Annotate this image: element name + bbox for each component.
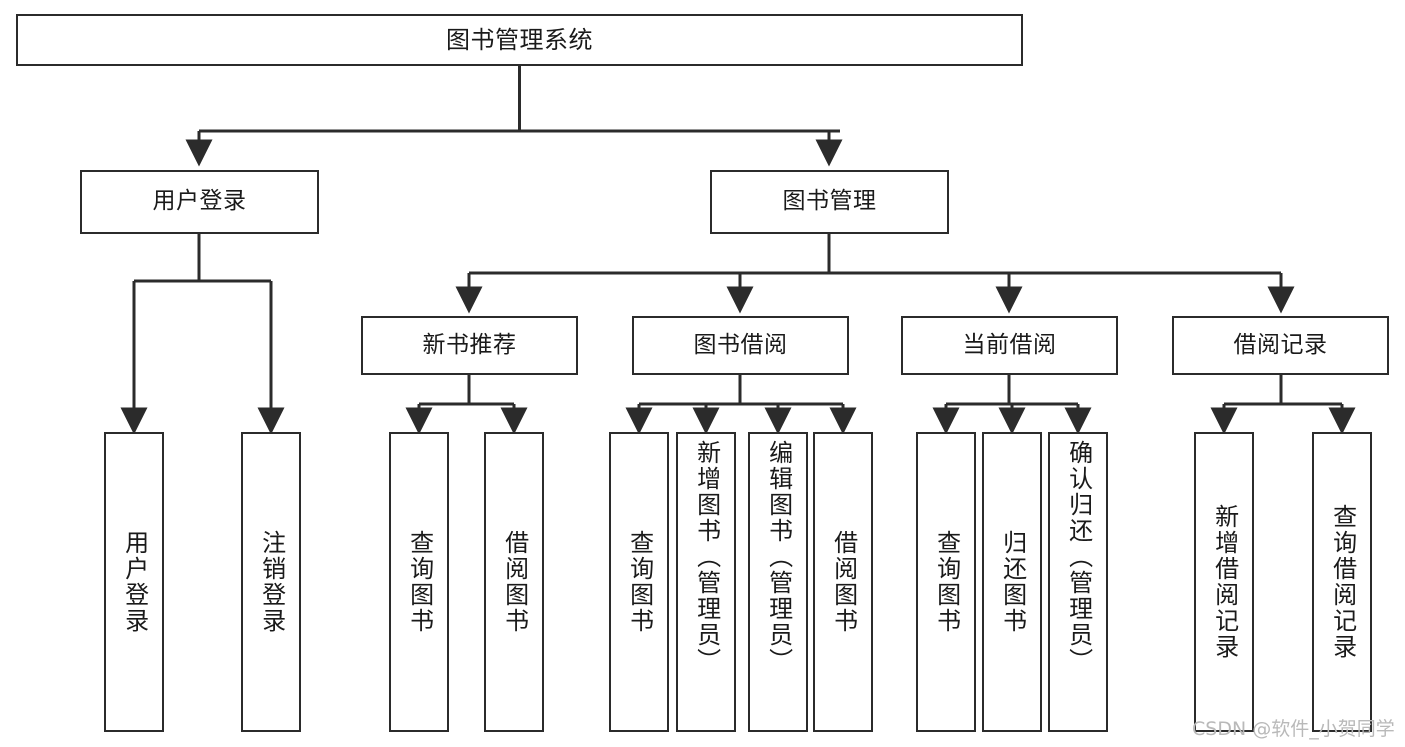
node-leaf-borrow-book-1-label: 借阅图书 [500, 530, 529, 634]
node-new-book-recommend-label: 新书推荐 [422, 331, 517, 358]
node-root-label: 图书管理系统 [446, 25, 593, 54]
node-book-manage-label: 图书管理 [782, 188, 877, 215]
node-book-manage[interactable]: 图书管理 [710, 170, 949, 234]
watermark-text: CSDN @软件_小贺同学 [1192, 718, 1395, 740]
node-leaf-return-book[interactable]: 归还图书 [982, 432, 1042, 732]
node-leaf-add-record[interactable]: 新增借阅记录 [1194, 432, 1254, 732]
node-leaf-query-record[interactable]: 查询借阅记录 [1312, 432, 1372, 732]
node-leaf-borrow-book-2[interactable]: 借阅图书 [813, 432, 873, 732]
node-leaf-user-login-label: 用户登录 [120, 530, 149, 634]
node-leaf-edit-book-label: 编辑图书（管理员） [764, 440, 793, 674]
node-leaf-add-book[interactable]: 新增图书（管理员） [676, 432, 736, 732]
node-leaf-logout[interactable]: 注销登录 [241, 432, 301, 732]
node-current-borrow-label: 当前借阅 [962, 331, 1057, 358]
node-leaf-query-book-2[interactable]: 查询图书 [609, 432, 669, 732]
node-leaf-return-book-label: 归还图书 [998, 530, 1027, 634]
node-user-login[interactable]: 用户登录 [80, 170, 319, 234]
node-leaf-query-book-3-label: 查询图书 [932, 530, 961, 634]
node-leaf-logout-label: 注销登录 [257, 530, 286, 634]
node-book-borrow-label: 图书借阅 [693, 331, 788, 358]
node-user-login-label: 用户登录 [152, 188, 247, 215]
node-leaf-query-book-3[interactable]: 查询图书 [916, 432, 976, 732]
node-new-book-recommend[interactable]: 新书推荐 [361, 316, 578, 375]
node-leaf-edit-book[interactable]: 编辑图书（管理员） [748, 432, 808, 732]
node-book-borrow[interactable]: 图书借阅 [632, 316, 849, 375]
node-leaf-query-book-1-label: 查询图书 [405, 530, 434, 634]
node-leaf-confirm-return[interactable]: 确认归还（管理员） [1048, 432, 1108, 732]
node-leaf-user-login[interactable]: 用户登录 [104, 432, 164, 732]
node-leaf-query-book-1[interactable]: 查询图书 [389, 432, 449, 732]
node-root[interactable]: 图书管理系统 [16, 14, 1023, 66]
node-leaf-add-record-label: 新增借阅记录 [1210, 504, 1239, 660]
node-borrow-record[interactable]: 借阅记录 [1172, 316, 1389, 375]
node-leaf-borrow-book-2-label: 借阅图书 [829, 530, 858, 634]
node-leaf-add-book-label: 新增图书（管理员） [692, 440, 721, 674]
node-borrow-record-label: 借阅记录 [1233, 331, 1328, 358]
node-leaf-query-book-2-label: 查询图书 [625, 530, 654, 634]
node-leaf-borrow-book-1[interactable]: 借阅图书 [484, 432, 544, 732]
node-leaf-confirm-return-label: 确认归还（管理员） [1064, 440, 1093, 674]
node-current-borrow[interactable]: 当前借阅 [901, 316, 1118, 375]
node-leaf-query-record-label: 查询借阅记录 [1328, 504, 1357, 660]
